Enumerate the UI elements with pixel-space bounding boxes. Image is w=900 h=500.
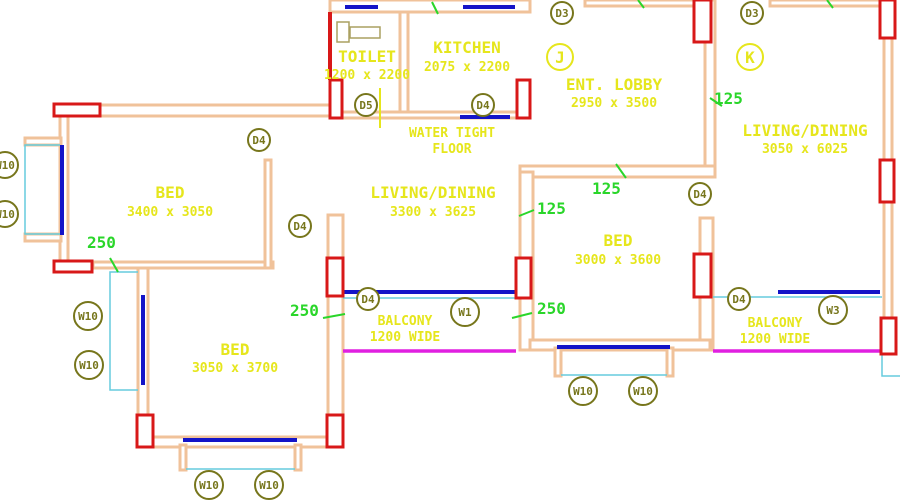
room-size: 1200 WIDE [370,330,440,345]
window-tag: W10 [0,151,19,179]
window-tag: W10 [194,470,224,500]
unit-marker-k: K [736,43,764,71]
room-size: 3050 x 3700 [192,361,278,376]
unit-marker-j: J [546,43,574,71]
room-size: 3050 x 6025 [762,142,848,157]
note: WATER TIGHT [409,126,495,141]
room-size: 2950 x 3500 [571,96,657,111]
room-name: KITCHEN [433,38,500,57]
svg-text:W10: W10 [573,385,593,398]
dimension-marks [109,0,834,319]
window-tag: W10 [73,301,103,331]
room-size: 1200 WIDE [740,332,810,347]
window-tag: W3 [818,295,848,325]
room-name: BALCONY [748,316,803,331]
window-tag: W10 [568,376,598,406]
room-size: 2075 x 2200 [424,60,510,75]
svg-text:D4: D4 [361,293,375,306]
dimension-label: 250 [87,233,116,252]
door-tag: D4 [688,182,712,206]
room-name: LIVING/DINING [370,183,495,202]
room-name: LIVING/DINING [742,121,867,140]
svg-text:W1: W1 [458,306,472,319]
dimension-label: 125 [537,199,566,218]
svg-text:W10: W10 [78,310,98,323]
window-tag: W1 [450,297,480,327]
door-tag: D5 [354,93,378,117]
door-tag: D4 [356,287,380,311]
svg-text:K: K [745,48,755,67]
room-name: BED [604,231,633,250]
room-name: BED [221,340,250,359]
columns [52,0,898,449]
svg-text:W10: W10 [633,385,653,398]
room-name: BED [156,183,185,202]
note: FLOOR [432,142,471,157]
door-tag: D4 [288,214,312,238]
room-size: 3000 x 3600 [575,253,661,268]
door-tag: D4 [727,287,751,311]
svg-text:D3: D3 [745,7,758,20]
svg-text:D3: D3 [555,7,568,20]
svg-text:W10: W10 [79,359,99,372]
svg-text:W10: W10 [0,208,15,221]
svg-text:W3: W3 [826,304,839,317]
window-tag: W10 [74,350,104,380]
room-name: TOILET [338,47,396,66]
room-name: BALCONY [378,314,433,329]
svg-text:D5: D5 [359,99,372,112]
svg-text:D4: D4 [293,220,307,233]
window-tag: W10 [0,200,19,228]
room-size: 1200 x 2200 [324,68,410,83]
svg-text:D4: D4 [252,134,266,147]
dimension-label: 125 [714,89,743,108]
wc-fixture-icon [336,21,381,43]
window-tag: W10 [628,376,658,406]
dimension-label: 250 [290,301,319,320]
door-tag: D3 [740,1,764,25]
svg-text:J: J [555,48,565,67]
room-name: ENT. LOBBY [566,75,663,94]
door-tag: D3 [550,1,574,25]
door-tag: D4 [471,93,495,117]
dimension-label: 250 [537,299,566,318]
svg-text:D4: D4 [476,99,490,112]
svg-text:W10: W10 [199,479,219,492]
window-sills [24,144,900,470]
dimension-label: 125 [592,179,621,198]
window-tag: W10 [254,470,284,500]
svg-text:W10: W10 [0,159,15,172]
svg-text:D4: D4 [693,188,707,201]
room-size: 3400 x 3050 [127,205,213,220]
room-size: 3300 x 3625 [390,205,476,220]
svg-text:W10: W10 [259,479,279,492]
svg-text:D4: D4 [732,293,746,306]
door-tag: D4 [247,128,271,152]
